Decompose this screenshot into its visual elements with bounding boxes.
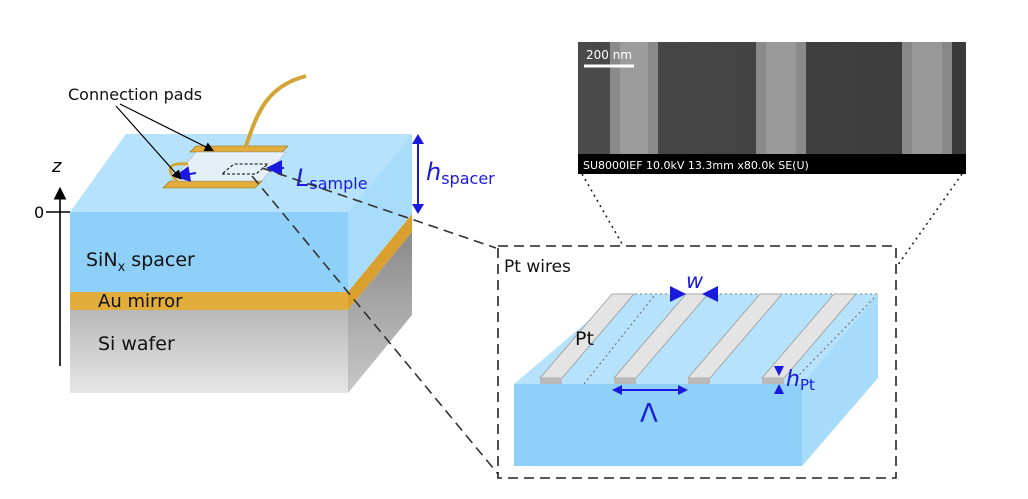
inset-block-front bbox=[514, 384, 802, 466]
pad-leader-line-1 bbox=[119, 103, 215, 152]
z-axis-label: z bbox=[51, 156, 62, 177]
sem-info-bar: SU8000IEF 10.0kV 13.3mm x80.0k SE(U) bbox=[583, 159, 809, 172]
si-wafer-front bbox=[70, 310, 348, 393]
pad-leader-line-2 bbox=[115, 105, 182, 180]
l-sample-label: Lsample bbox=[296, 164, 368, 193]
h-pt-arrow-top bbox=[774, 366, 784, 376]
sample-strip bbox=[171, 151, 287, 182]
h-spacer-label: hspacer bbox=[426, 158, 495, 188]
au-mirror-label: Au mirror bbox=[98, 291, 183, 312]
spacer-side-face bbox=[348, 134, 412, 292]
si-wafer-side bbox=[348, 232, 412, 393]
spacer-front-face bbox=[70, 212, 348, 292]
pt-wires bbox=[539, 293, 857, 384]
z-zero-label: 0 bbox=[34, 203, 44, 222]
si-wafer-label: Si wafer bbox=[98, 333, 175, 355]
connection-pads-label: Connection pads bbox=[68, 85, 202, 104]
h-pt-arrow-bottom bbox=[774, 384, 784, 394]
sem-scale-bar-label: 200 nm bbox=[586, 48, 632, 62]
pt-label: Pt bbox=[575, 328, 594, 350]
h-pt-label: hPt bbox=[786, 367, 815, 394]
sample-on-top bbox=[162, 74, 307, 189]
au-mirror-side bbox=[348, 214, 412, 310]
au-mirror-front bbox=[70, 292, 348, 310]
sem-dotted-right bbox=[875, 173, 963, 297]
sample-zoom-window bbox=[220, 163, 270, 175]
inset-block-side bbox=[802, 294, 878, 466]
pt-wires-title: Pt wires bbox=[504, 257, 571, 277]
lambda-label: Λ bbox=[640, 399, 658, 429]
zoom-connector-bottom bbox=[251, 175, 499, 475]
sem-image: 200 nm SU8000IEF 10.0kV 13.3mm x80.0k SE… bbox=[578, 42, 966, 174]
w-label: w bbox=[686, 269, 704, 293]
spacer-label: SiNx spacer bbox=[86, 249, 195, 275]
zoom-connector-top bbox=[261, 167, 497, 249]
bond-wire-right bbox=[244, 74, 307, 147]
layer-stack bbox=[70, 134, 412, 393]
